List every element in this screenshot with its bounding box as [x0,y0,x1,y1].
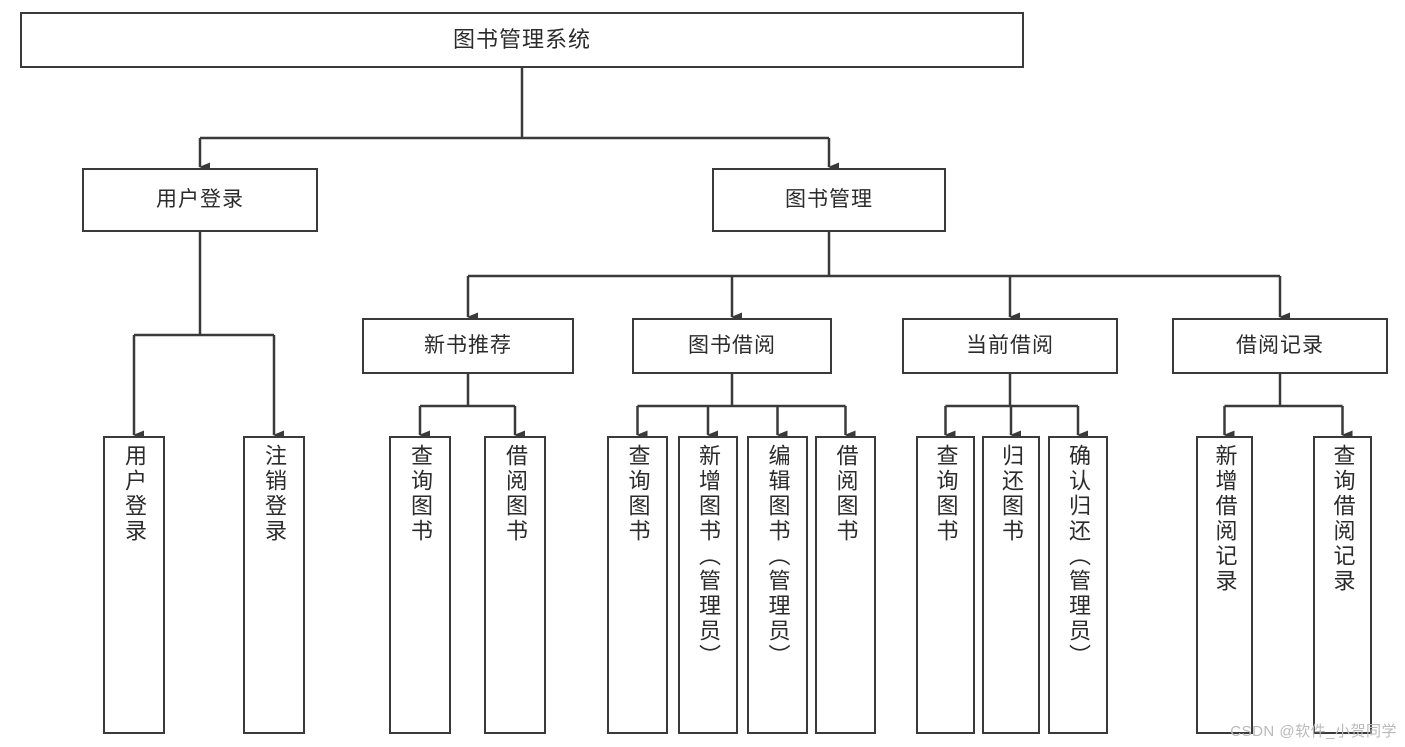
node-root[interactable]: 图书管理系统 [20,12,1024,68]
node-query-record[interactable]: 查询借阅记录 [1313,436,1372,734]
node-label: 新书推荐 [424,333,512,357]
node-label: 查询图书 [933,444,959,544]
node-edit-book[interactable]: 编辑图书（管理员） [747,436,808,734]
node-label: 借阅图书 [503,444,528,544]
node-add-book[interactable]: 新增图书（管理员） [678,436,738,734]
node-label: 用户登录 [122,444,147,544]
node-label: 图书借阅 [688,333,776,357]
node-label: 查询图书 [408,444,433,544]
node-label: 用户登录 [156,187,244,211]
node-label: 图书管理 [785,187,873,211]
node-label: 查询借阅记录 [1330,444,1356,594]
node-label: 编辑图书（管理员） [765,444,791,669]
node-label: 当前借阅 [966,333,1054,357]
node-label: 归还图书 [999,444,1024,544]
node-label: 查询图书 [625,444,651,544]
node-query-book-3[interactable]: 查询图书 [916,436,975,734]
node-label: 借阅图书 [833,444,859,544]
node-label: 新增借阅记录 [1212,444,1238,594]
node-confirm-return[interactable]: 确认归还（管理员） [1048,436,1108,734]
node-current-borrow[interactable]: 当前借阅 [902,318,1118,374]
node-label: 图书管理系统 [452,27,591,53]
csdn-watermark: CSDN @软件_小贺同学 [1230,723,1397,740]
node-borrow-book-2[interactable]: 借阅图书 [815,436,876,734]
node-label: 确认归还（管理员） [1066,444,1091,669]
node-borrow-record[interactable]: 借阅记录 [1172,318,1388,374]
node-book-borrow[interactable]: 图书借阅 [632,318,832,374]
node-label: 新增图书（管理员） [696,444,721,669]
node-new-book-rec[interactable]: 新书推荐 [362,318,574,374]
node-login[interactable]: 用户登录 [82,168,318,232]
node-query-book-2[interactable]: 查询图书 [607,436,668,734]
node-return-book[interactable]: 归还图书 [982,436,1040,734]
node-book-mgmt[interactable]: 图书管理 [712,168,946,232]
node-borrow-book-1[interactable]: 借阅图书 [484,436,546,734]
node-label: 注销登录 [262,444,287,544]
node-user-login[interactable]: 用户登录 [103,436,165,734]
node-logout[interactable]: 注销登录 [243,436,305,734]
node-label: 借阅记录 [1236,333,1324,357]
node-query-book-1[interactable]: 查询图书 [389,436,451,734]
node-add-record[interactable]: 新增借阅记录 [1196,436,1253,734]
